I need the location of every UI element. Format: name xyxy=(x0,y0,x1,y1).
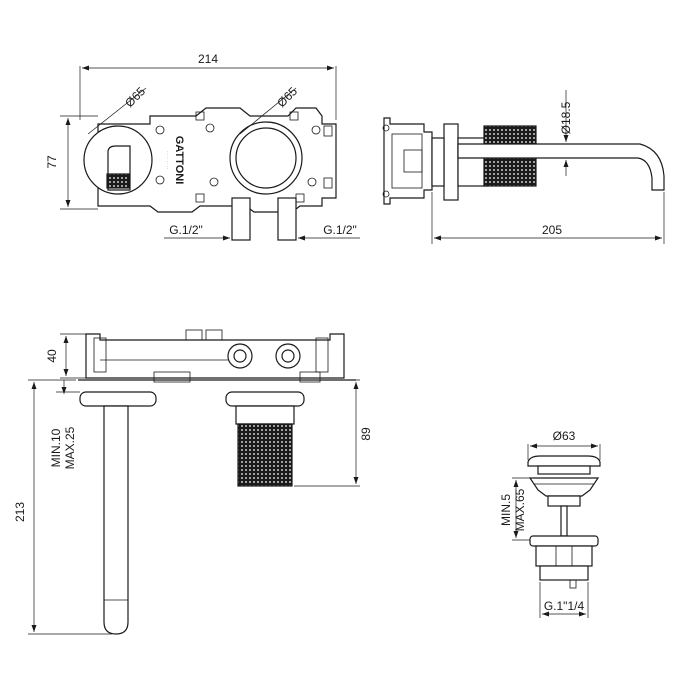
drain-collar xyxy=(547,495,581,507)
side-flange xyxy=(443,123,459,201)
handle-plate-inner xyxy=(235,127,297,189)
side-spout xyxy=(457,143,665,191)
thread-right-label: G.1/2" xyxy=(323,223,357,237)
inlet-right xyxy=(275,343,301,369)
spout-diameter-label: Ø18.5 xyxy=(559,101,573,134)
bracket-slot xyxy=(295,193,305,203)
drain-view: Ø63 MIN.5 MAX.65 G.1"1/4 xyxy=(499,429,601,618)
drain-range-min-label: MIN.5 xyxy=(499,494,513,526)
side-wall-box xyxy=(383,117,433,205)
diameter-leader-left xyxy=(87,87,147,135)
side-valve-core xyxy=(403,149,423,173)
drain-thread-label: G.1"1/4 xyxy=(544,599,585,613)
front-box-tab xyxy=(185,329,203,341)
front-view: 40 89 MIN.10 MAX.25 xyxy=(13,329,373,635)
drain-thread xyxy=(539,565,589,581)
brand-logo-text: GATTONI xyxy=(173,136,185,184)
drain-cap-ring xyxy=(537,465,591,475)
front-spout-plate xyxy=(79,391,157,407)
dimension-width-label: 214 xyxy=(198,52,218,66)
front-handle-knurl xyxy=(237,423,293,487)
bracket-slot xyxy=(195,193,205,203)
drain-stem xyxy=(560,505,568,537)
front-box-side xyxy=(315,337,329,373)
front-handle-neck xyxy=(235,405,295,425)
mounting-bracket xyxy=(97,107,337,213)
total-height-label: 213 xyxy=(13,502,27,522)
front-box-side xyxy=(93,337,107,373)
inlet-right-bore xyxy=(281,349,295,363)
drain-range-max-label: MAX.65 xyxy=(513,488,527,531)
handle-plate xyxy=(229,121,303,195)
spout-aerator xyxy=(106,173,130,189)
front-spout xyxy=(103,405,129,635)
drain-lower-flange xyxy=(529,535,599,547)
drain-diameter-label: Ø63 xyxy=(553,429,576,443)
side-fixing xyxy=(382,190,390,198)
mounting-hole xyxy=(205,123,215,133)
brand-tagline: · · · · · · · · xyxy=(165,151,170,169)
side-box-inner xyxy=(391,133,423,189)
side-fixing xyxy=(382,124,390,132)
top-view: 214 77 GATTONI · · · · · · · · Ø65 xyxy=(45,52,360,241)
mounting-hole xyxy=(307,177,317,187)
handle-height-label: 89 xyxy=(359,427,373,441)
mounting-hole xyxy=(209,177,219,187)
front-box-tab xyxy=(299,371,321,383)
mounting-hole xyxy=(155,125,165,135)
drain-pin xyxy=(569,579,577,589)
mounting-hole xyxy=(311,125,321,135)
drain-cap xyxy=(527,455,601,467)
front-box-tab xyxy=(153,371,191,383)
inlet-pipe-right xyxy=(277,197,297,241)
front-box-tab xyxy=(205,329,223,341)
diameter-leader-right xyxy=(239,87,297,135)
mounting-hole xyxy=(155,175,165,185)
wall-range-min-label: MIN.10 xyxy=(49,428,63,467)
diameter-left-label: Ø65 xyxy=(122,84,148,110)
inlet-left xyxy=(227,343,253,369)
bracket-slot xyxy=(323,177,333,189)
drain-lower-body xyxy=(535,545,593,567)
front-wall-box xyxy=(85,333,345,379)
side-view: Ø18.5 205 xyxy=(382,90,665,244)
front-handle-plate xyxy=(225,391,305,407)
projection-label: 205 xyxy=(542,223,562,237)
wall-range-max-label: MAX.25 xyxy=(63,426,77,469)
bracket-slot xyxy=(289,111,299,121)
side-flange-neck xyxy=(431,137,445,187)
bracket-slot xyxy=(323,125,333,137)
bracket-slot xyxy=(195,111,205,121)
diameter-right-label: Ø65 xyxy=(274,84,300,110)
dimension-height-label: 77 xyxy=(45,155,59,169)
inlet-left-bore xyxy=(233,349,247,363)
inlet-pipe-left xyxy=(231,197,251,241)
drain-body xyxy=(528,477,600,497)
thread-left-label: G.1/2" xyxy=(169,223,203,237)
box-depth-label: 40 xyxy=(45,349,59,363)
